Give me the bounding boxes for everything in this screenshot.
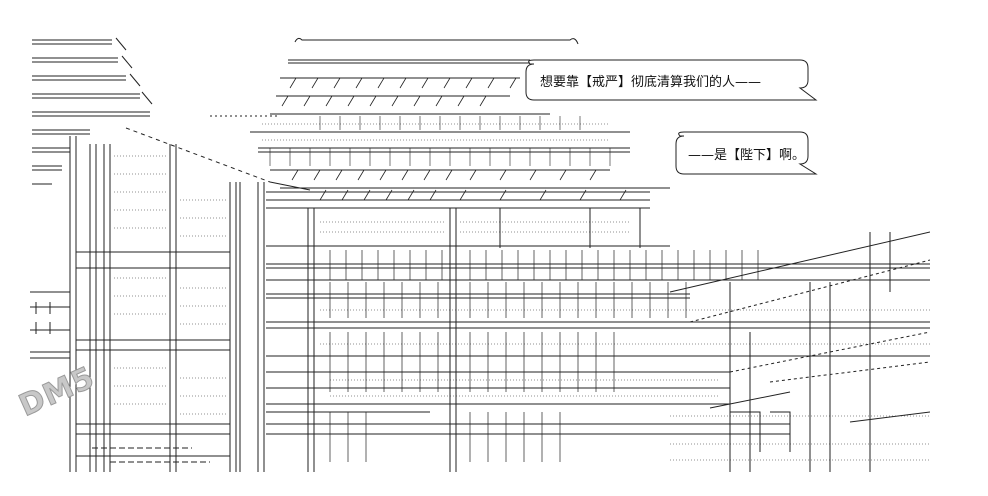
upper-wall-fill [262,116,611,166]
hall-lattice [329,250,759,462]
roof-slopes [115,37,311,191]
left-building-posts [30,136,265,472]
ascii-art-drawing [30,37,930,472]
central-hall-fill [320,221,930,461]
ascii-art-scene [30,32,930,472]
right-roof-slopes [669,231,930,423]
central-hall [266,191,930,472]
upper-roof [210,37,670,189]
roof-tiles [281,77,627,201]
speech-bubble-1: 想要靠【戒严】彻底清算我们的人—— [540,75,762,90]
speech-bubble-2: ——是【陛下】啊。 [688,148,806,163]
left-stack-lines [32,39,150,185]
speech-bubble-outlines [525,59,818,175]
